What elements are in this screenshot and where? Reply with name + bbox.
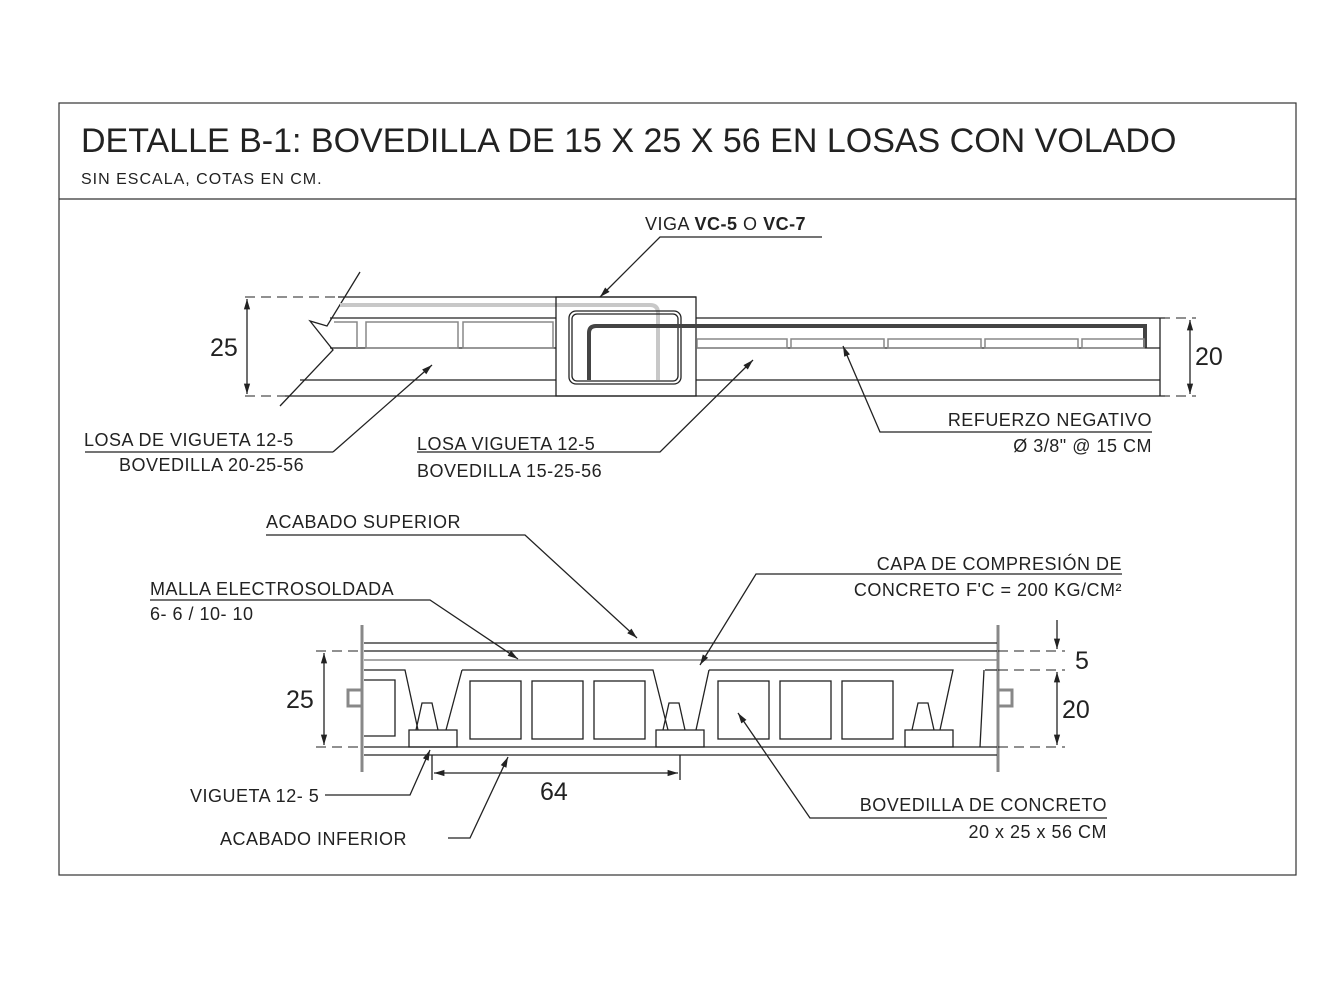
losa-mid-label: LOSA VIGUETA 12-5 — [417, 434, 595, 454]
bottom-dim-right-bottom: 20 — [1062, 696, 1090, 724]
refuerzo-sublabel: Ø 3/8" @ 15 CM — [1013, 436, 1152, 456]
losa-left-sublabel: BOVEDILLA 20-25-56 — [119, 455, 304, 475]
drawing-title: DETALLE B-1: BOVEDILLA DE 15 X 25 X 56 E… — [81, 122, 1176, 160]
capa-compresion-sublabel: CONCRETO F'C = 200 KG/CM² — [854, 580, 1122, 600]
bottom-dim-spacing: 64 — [540, 778, 568, 806]
acabado-superior-label: ACABADO SUPERIOR — [266, 512, 461, 532]
top-dim-right: 20 — [1195, 343, 1223, 371]
bottom-dim-left: 25 — [286, 686, 314, 714]
viga-label: VIGA VC-5 O VC-7 — [645, 214, 806, 234]
bovedilla-sublabel: 20 x 25 x 56 CM — [968, 822, 1107, 842]
bottom-section-drawing — [150, 534, 1122, 839]
top-section-drawing — [85, 236, 1196, 453]
bovedilla-label: BOVEDILLA DE CONCRETO — [860, 795, 1107, 815]
vigueta-label: VIGUETA 12- 5 — [190, 786, 319, 806]
losa-mid-sublabel: BOVEDILLA 15-25-56 — [417, 461, 602, 481]
top-dim-left: 25 — [210, 334, 238, 362]
refuerzo-label: REFUERZO NEGATIVO — [948, 410, 1152, 430]
capa-compresion-label: CAPA DE COMPRESIÓN DE — [877, 553, 1122, 574]
losa-left-label: LOSA DE VIGUETA 12-5 — [84, 430, 294, 450]
malla-sublabel: 6- 6 / 10- 10 — [150, 604, 254, 624]
drawing-subtitle: SIN ESCALA, COTAS EN CM. — [81, 171, 323, 188]
acabado-inferior-label: ACABADO INFERIOR — [220, 829, 407, 849]
bottom-dim-right-top: 5 — [1075, 647, 1089, 675]
malla-label: MALLA ELECTROSOLDADA — [150, 579, 394, 599]
drawing-frame — [58, 102, 1297, 876]
